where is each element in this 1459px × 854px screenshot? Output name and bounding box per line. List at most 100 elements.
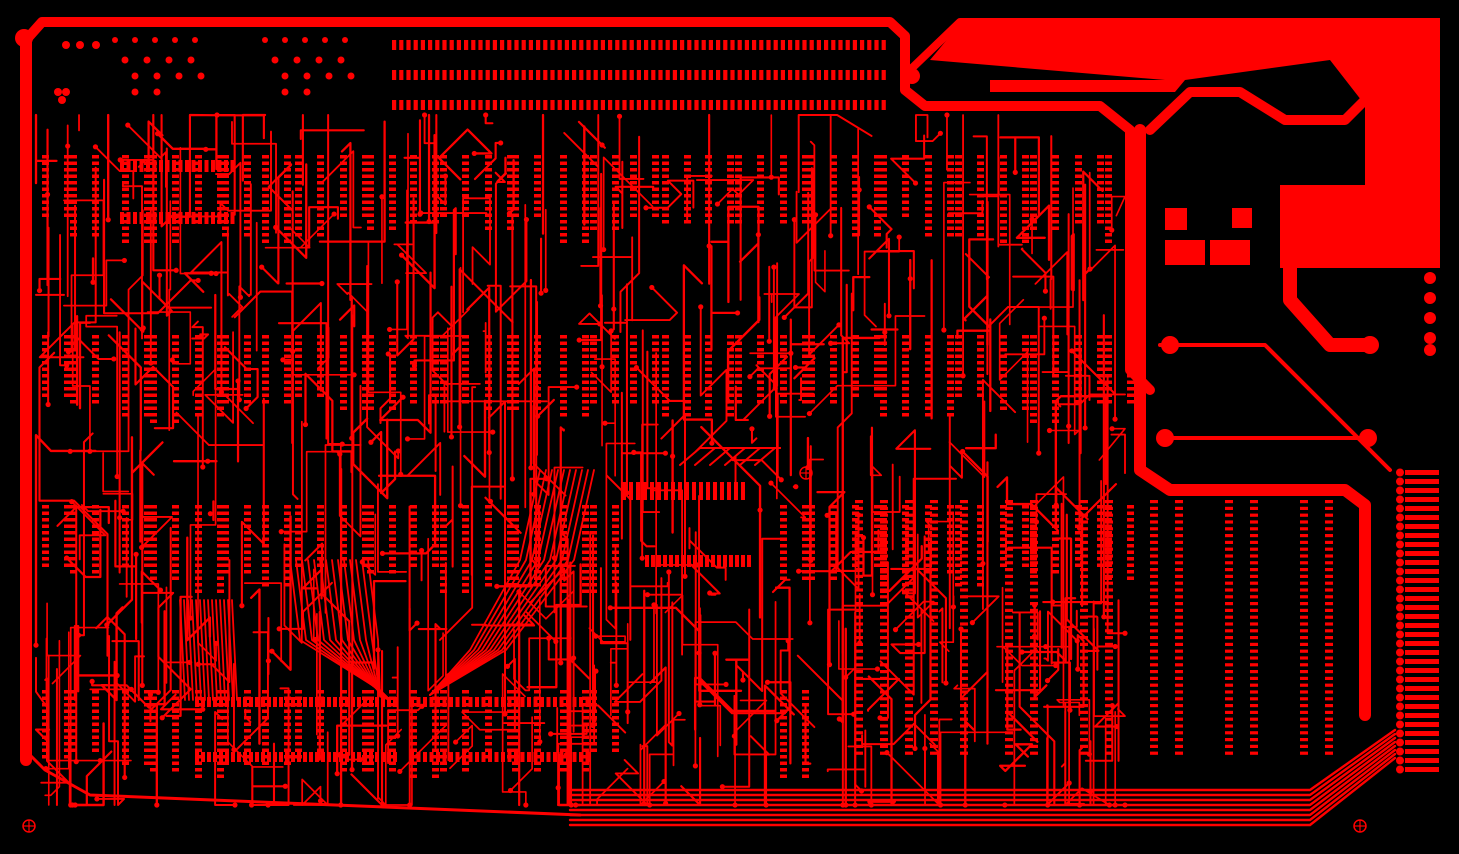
via	[200, 706, 206, 712]
ic-pad	[960, 724, 968, 728]
ic-pad	[757, 213, 764, 217]
ic-pad	[1000, 233, 1007, 237]
ic-pad	[1150, 602, 1158, 606]
ic-pad	[960, 704, 968, 708]
ic-pad	[172, 557, 179, 561]
ic-pad	[262, 703, 269, 707]
ic-pad	[780, 174, 787, 178]
ic-pad	[1052, 341, 1059, 345]
ic-pad	[1175, 731, 1183, 735]
ic-pad	[42, 563, 49, 567]
edge-connector-via	[1396, 576, 1404, 585]
via	[173, 267, 179, 273]
ic-pad	[362, 690, 369, 694]
ic-pad	[488, 752, 492, 762]
signal-trace	[170, 113, 265, 218]
ic-pad	[1000, 341, 1007, 345]
ic-pad	[930, 500, 938, 504]
ic-pad	[1150, 595, 1158, 599]
ic-pad	[432, 341, 439, 345]
test-pad	[1424, 272, 1436, 284]
via	[943, 680, 949, 686]
ic-pad	[612, 174, 619, 178]
signal-trace	[400, 133, 436, 290]
ic-pad	[1300, 744, 1308, 748]
ic-pad	[389, 168, 396, 172]
ic-pad	[662, 335, 669, 339]
ic-pad	[855, 588, 863, 592]
ic-pad	[582, 531, 589, 535]
header-pin	[651, 70, 656, 80]
ic-pad	[630, 380, 637, 384]
ic-pad	[367, 505, 374, 509]
ic-pad	[262, 722, 269, 726]
ic-pad	[1030, 563, 1037, 567]
fanout-trace	[429, 469, 571, 696]
ic-pad	[423, 697, 427, 707]
ic-pad	[757, 200, 764, 204]
header-pin	[536, 70, 541, 80]
ic-pad	[172, 563, 179, 567]
ic-pad	[955, 361, 962, 365]
ic-pad	[684, 367, 691, 371]
ic-pad	[284, 207, 291, 211]
ic-pad	[1175, 676, 1183, 680]
signal-trace	[444, 561, 450, 762]
ic-pad	[1052, 187, 1059, 191]
ic-pad	[534, 155, 541, 159]
via	[1036, 450, 1042, 456]
ic-pad	[222, 400, 229, 404]
ic-pad	[630, 354, 637, 358]
pad-dot	[271, 56, 279, 64]
ic-pad	[1225, 513, 1233, 517]
ic-pad	[1150, 500, 1158, 504]
ic-pad	[1127, 155, 1134, 159]
ic-pad	[880, 213, 887, 217]
ic-pad	[955, 537, 962, 541]
ic-pad	[1127, 226, 1134, 230]
ic-pad	[1105, 213, 1112, 217]
ic-pad	[960, 540, 968, 544]
ic-pad	[410, 194, 417, 198]
ic-pad	[630, 187, 637, 191]
ic-pad	[1300, 622, 1308, 626]
ic-pad	[481, 697, 486, 707]
ic-pad	[237, 697, 241, 707]
signal-trace	[664, 594, 719, 758]
header-pin	[680, 40, 685, 50]
header-pin	[413, 100, 418, 110]
ic-pad	[1105, 341, 1112, 345]
ic-pad	[244, 361, 251, 365]
ic-pad	[146, 160, 150, 172]
via	[400, 394, 406, 400]
ic-pad	[462, 367, 469, 371]
ic-pad	[70, 213, 77, 217]
ic-pad	[902, 207, 909, 211]
edge-connector-finger	[1405, 533, 1439, 538]
ic-pad	[1225, 724, 1233, 728]
ic-pad	[630, 393, 637, 397]
ic-pad	[295, 550, 302, 554]
ic-pad	[874, 380, 881, 384]
via	[483, 112, 489, 118]
header-pin	[471, 70, 476, 80]
ic-pad	[367, 563, 374, 567]
ic-pad	[389, 161, 396, 165]
header-pin	[564, 40, 569, 50]
signal-trace	[168, 200, 172, 432]
ic-pad	[507, 181, 514, 185]
ic-pad	[222, 354, 229, 358]
ic-pad	[1250, 608, 1258, 612]
ic-pad	[262, 537, 269, 541]
ic-pad	[727, 200, 734, 204]
signal-trace	[183, 272, 213, 293]
ic-pad	[1127, 544, 1134, 548]
ic-pad	[1150, 520, 1158, 524]
ic-pad	[955, 155, 962, 159]
ic-pad	[42, 690, 49, 694]
ic-pad	[507, 505, 514, 509]
ic-pad	[367, 768, 374, 772]
ic-pad	[440, 761, 447, 765]
ic-pad	[262, 576, 269, 580]
ic-pad	[1225, 527, 1233, 531]
